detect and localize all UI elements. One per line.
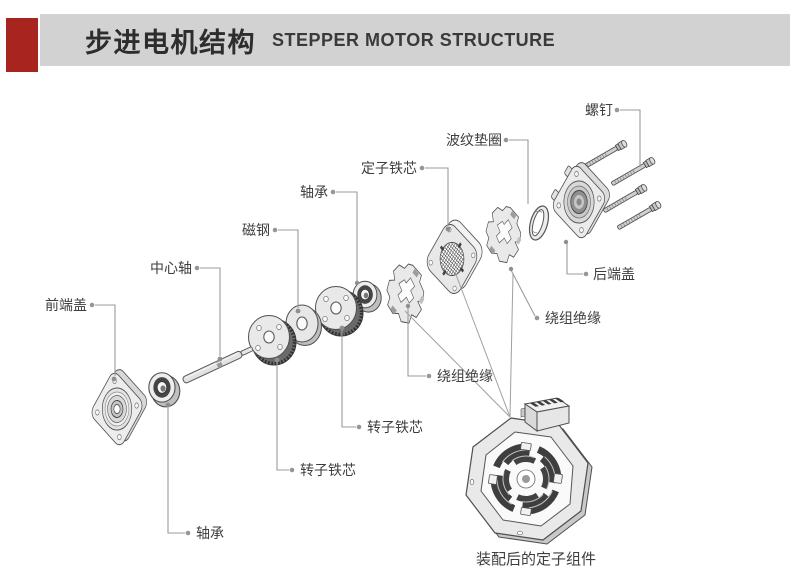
label-magnet: 磁钢 (242, 222, 270, 238)
label-bearing-bottom: 轴承 (196, 525, 224, 541)
label-stator-core: 定子铁芯 (361, 160, 417, 176)
leader-lines (89, 107, 641, 536)
assembled-stator-assembly (465, 397, 593, 545)
label-rotor-core-upper: 转子铁芯 (367, 419, 423, 435)
header-accent-bar (6, 18, 38, 72)
page-subtitle: STEPPER MOTOR STRUCTURE (272, 29, 556, 50)
center-shaft (182, 346, 254, 384)
wave-washer (528, 205, 550, 241)
stator-core (426, 219, 483, 294)
label-front-end-cover: 前端盖 (45, 297, 87, 313)
header-bar: 步进电机结构 STEPPER MOTOR STRUCTURE (40, 14, 790, 66)
label-center-shaft: 中心轴 (150, 260, 192, 276)
label-screws: 螺钉 (585, 102, 613, 118)
connector-pins (530, 397, 565, 407)
connector-block (520, 397, 571, 432)
part-labels: 螺钉 波纹垫圈 定子铁芯 轴承 磁钢 中心轴 前端盖 后端盖 绕组绝缘 绕组绝缘… (45, 102, 635, 568)
bearing-front (148, 372, 181, 408)
label-wave-washer: 波纹垫圈 (446, 132, 502, 148)
rear-end-cover (551, 162, 610, 239)
page-title: 步进电机结构 (85, 27, 256, 58)
pole-tips (488, 442, 563, 516)
label-bearing-top: 轴承 (300, 184, 328, 200)
winding-insulation-rear (478, 196, 530, 272)
label-winding-insulation-right: 绕组绝缘 (545, 310, 601, 326)
front-end-cover (91, 369, 147, 446)
winding-insulation-front (378, 253, 434, 333)
label-rotor-core-lower: 转子铁芯 (300, 462, 356, 478)
label-rear-end-cover: 后端盖 (593, 266, 635, 282)
label-winding-insulation-mid: 绕组绝缘 (437, 368, 493, 384)
label-assembled-caption: 装配后的定子组件 (476, 551, 596, 568)
